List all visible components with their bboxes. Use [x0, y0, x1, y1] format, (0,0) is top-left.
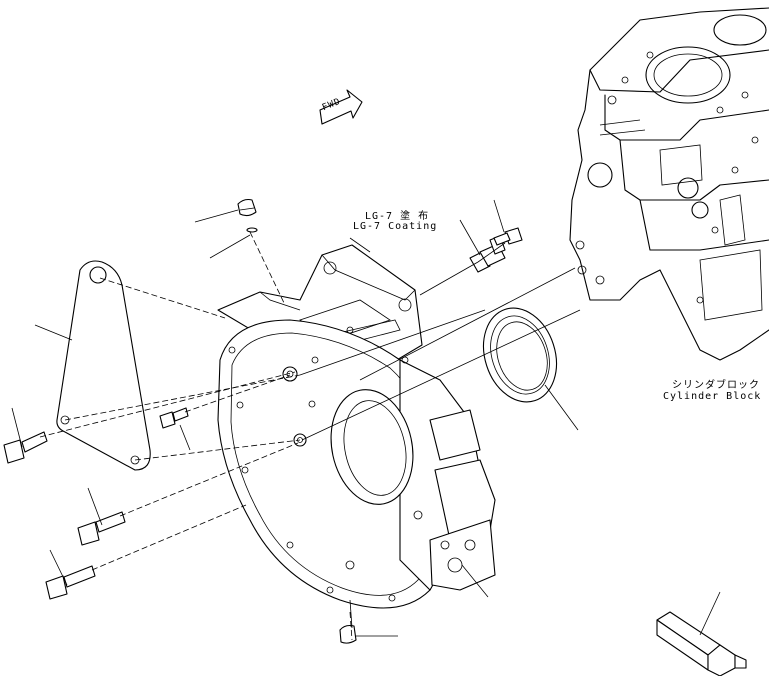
- sleeve-part: [656, 611, 747, 676]
- coating-label-jp: LG-7 塗 布: [365, 211, 430, 222]
- washer: [246, 227, 258, 233]
- bolt-left-3: [45, 565, 96, 600]
- sensor-bolt: [493, 227, 523, 246]
- oil-seal: [483, 307, 557, 403]
- fwd-arrow-icon: [319, 89, 363, 125]
- drain-plug: [339, 624, 357, 644]
- bolt-left-2: [77, 511, 126, 546]
- flywheel-housing: [217, 244, 496, 609]
- cylinder-block: [569, 7, 769, 361]
- leader-lines: [11, 199, 721, 637]
- cylinder-block-label-jp: シリンダブロック: [672, 380, 760, 391]
- cylinder-block-label-en: Cylinder Block: [663, 391, 762, 402]
- plug: [237, 198, 257, 217]
- bolt-small: [159, 407, 189, 429]
- bracket-plate: [56, 260, 151, 471]
- assembly-lines: [39, 231, 581, 641]
- coating-label-en: LG-7 Coating: [353, 221, 438, 232]
